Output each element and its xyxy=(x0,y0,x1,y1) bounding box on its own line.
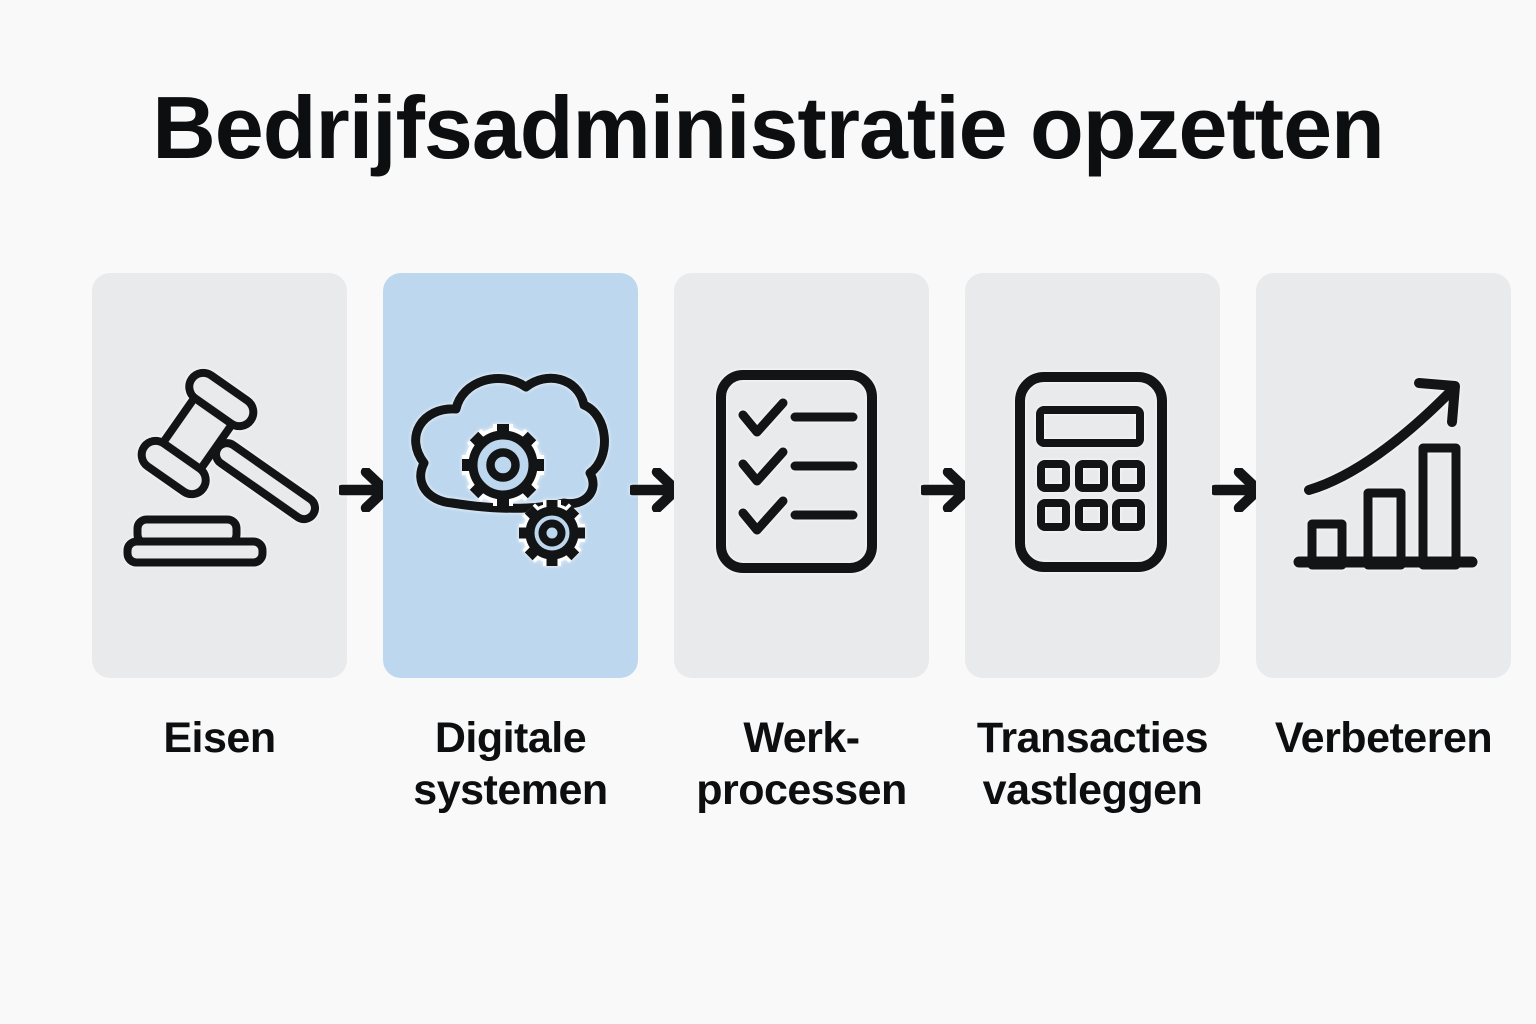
step-label-werkprocessen: Werk-processen xyxy=(696,714,907,814)
cloud-gears-icon xyxy=(400,365,620,585)
gavel-icon xyxy=(109,365,329,585)
step-card-transacties-vastleggen xyxy=(965,273,1220,678)
step-card-werkprocessen xyxy=(674,273,929,678)
step-card-digitale-systemen xyxy=(383,273,638,678)
step-card-verbeteren xyxy=(1256,273,1511,678)
page-title: Bedrijfsadministratie opzetten xyxy=(152,78,1385,177)
step-card-eisen xyxy=(92,273,347,678)
checklist-icon xyxy=(691,365,911,585)
step-label-verbeteren: Verbeteren xyxy=(1274,714,1493,762)
step-label-digitale-systemen: Digitale systemen xyxy=(413,714,608,814)
growth-chart-icon xyxy=(1273,365,1493,585)
calculator-icon xyxy=(982,365,1202,585)
step-label-eisen: Eisen xyxy=(163,714,276,762)
step-label-transacties-vastleggen: Transacties vastleggen xyxy=(976,714,1209,814)
